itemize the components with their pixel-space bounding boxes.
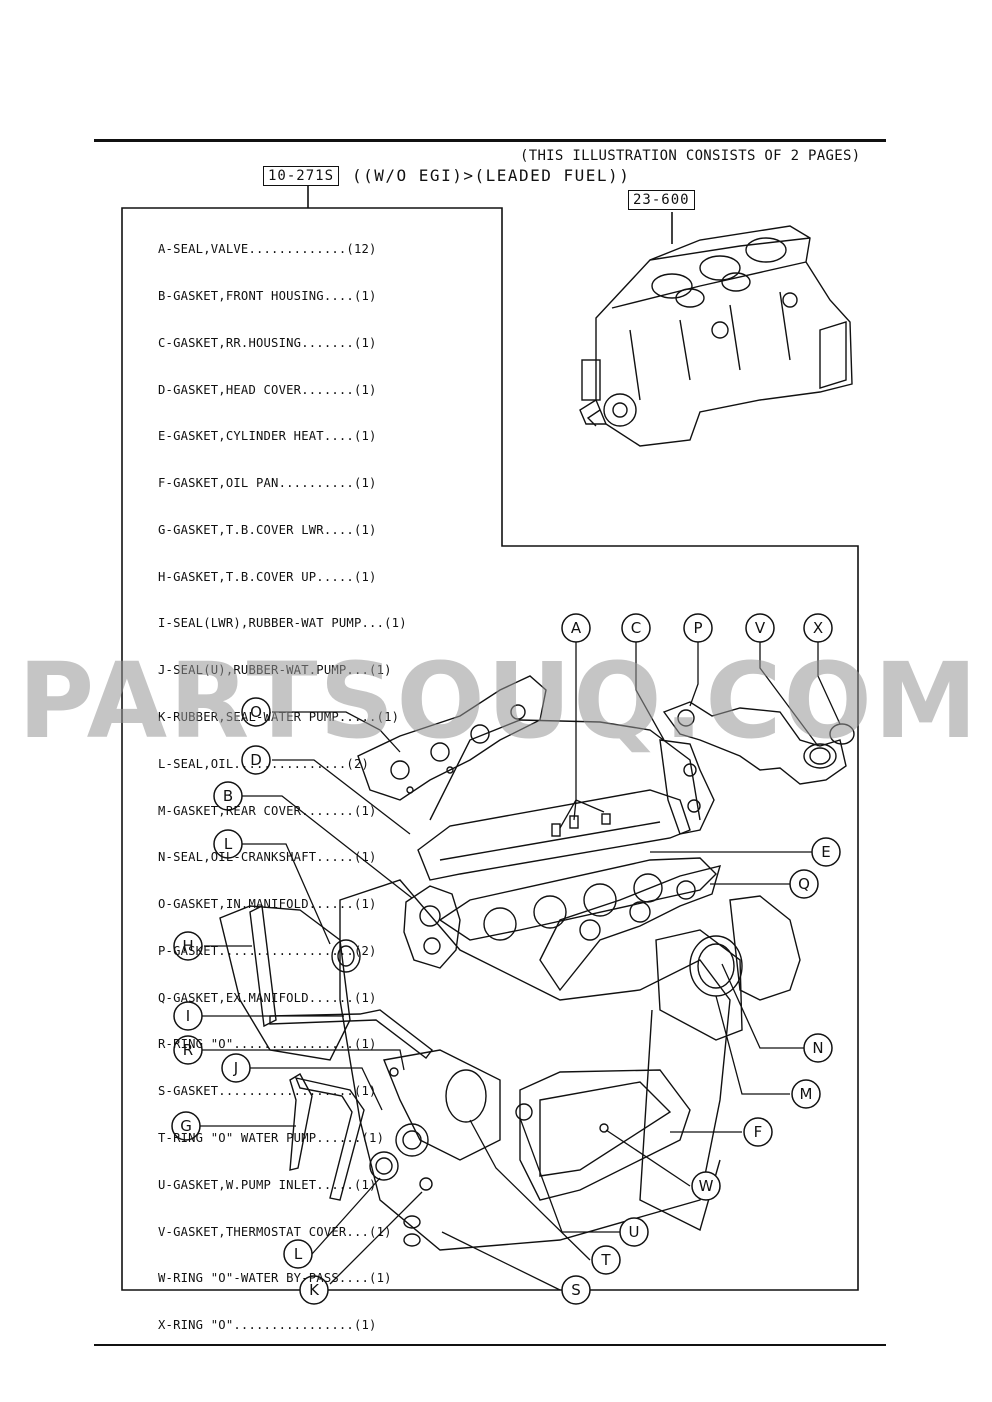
part-row-X[interactable]: X-RING "O"................(1): [158, 1318, 377, 1333]
svg-text:C: C: [631, 619, 641, 637]
svg-text:L: L: [224, 835, 233, 853]
top-rule: [94, 139, 886, 142]
part-row-U[interactable]: U-GASKET,W.PUMP INLET.....(1): [158, 1177, 377, 1192]
svg-text:H: H: [182, 937, 193, 955]
part-row-B[interactable]: B-GASKET,FRONT HOUSING....(1): [158, 288, 377, 303]
svg-text:I: I: [186, 1007, 190, 1025]
svg-text:S: S: [571, 1281, 581, 1299]
callout-K[interactable]: K: [299, 1275, 329, 1305]
svg-text:E: E: [821, 843, 830, 861]
variant-label: ((W/O EGI)>(LEADED FUEL)): [352, 166, 631, 185]
part-row-W[interactable]: W-RING "O"-WATER BY-PASS....(1): [158, 1271, 392, 1286]
svg-text:B: B: [223, 787, 233, 805]
callout-I[interactable]: I: [173, 1001, 203, 1031]
engine-block-illustration: [579, 225, 853, 447]
callout-T[interactable]: T: [591, 1245, 621, 1275]
svg-text:L: L: [294, 1245, 303, 1263]
callout-O[interactable]: O: [241, 697, 271, 727]
svg-text:N: N: [812, 1039, 823, 1057]
svg-text:U: U: [629, 1223, 640, 1241]
callout-W[interactable]: W: [691, 1171, 721, 1201]
callout-D[interactable]: D: [241, 745, 271, 775]
svg-text:D: D: [250, 751, 262, 769]
callout-N[interactable]: N: [803, 1033, 833, 1063]
svg-text:K: K: [309, 1281, 320, 1299]
svg-text:X: X: [813, 619, 823, 637]
part-row-I[interactable]: I-SEAL(LWR),RUBBER-WAT PUMP...(1): [158, 616, 407, 631]
parts-frame: [121, 186, 859, 1291]
part-row-E[interactable]: E-GASKET,CYLINDER HEAT....(1): [158, 429, 377, 444]
svg-text:Q: Q: [798, 875, 810, 893]
svg-text:A: A: [571, 619, 582, 637]
callout-M[interactable]: M: [791, 1079, 821, 1109]
callout-S[interactable]: S: [561, 1275, 591, 1305]
leader-lines: [200, 642, 841, 1291]
parts-list: A-SEAL,VALVE.............(12) B-GASKET,F…: [158, 211, 407, 1349]
part-row-J[interactable]: J-SEAL(U),RUBBER-WAT.PUMP...(1): [158, 663, 392, 678]
part-row-C[interactable]: C-GASKET,RR.HOUSING.......(1): [158, 335, 377, 350]
svg-text:P: P: [693, 619, 702, 637]
part-row-P[interactable]: P-GASKET..................(2): [158, 943, 377, 958]
svg-text:V: V: [755, 619, 766, 637]
callout-R[interactable]: R: [173, 1035, 203, 1065]
part-row-H[interactable]: H-GASKET,T.B.COVER UP.....(1): [158, 569, 377, 584]
bottom-rule: [94, 1344, 886, 1346]
callout-Q[interactable]: Q: [789, 869, 819, 899]
kit-ref-box[interactable]: 10-271S: [263, 166, 340, 186]
part-row-O[interactable]: O-GASKET,IN.MANIFOLD......(1): [158, 897, 377, 912]
part-row-L[interactable]: L-SEAL,OIL...............(2): [158, 756, 370, 771]
part-row-T[interactable]: T-RING "O" WATER PUMP......(1): [158, 1131, 385, 1146]
callout-L-lower[interactable]: L: [283, 1239, 313, 1269]
callout-U[interactable]: U: [619, 1217, 649, 1247]
svg-text:M: M: [800, 1085, 813, 1103]
part-row-S[interactable]: S-GASKET..................(1): [158, 1084, 377, 1099]
callout-F[interactable]: F: [743, 1117, 773, 1147]
callout-J[interactable]: J: [221, 1053, 251, 1083]
svg-text:R: R: [183, 1041, 193, 1059]
callout-B[interactable]: B: [213, 781, 243, 811]
part-row-N[interactable]: N-SEAL,OIL-CRANKSHAFT.....(1): [158, 850, 377, 865]
part-row-A[interactable]: A-SEAL,VALVE.............(12): [158, 242, 377, 257]
callout-P[interactable]: P: [683, 613, 713, 643]
callout-A[interactable]: A: [561, 613, 591, 643]
part-row-V[interactable]: V-GASKET,THERMOSTAT COVER...(1): [158, 1224, 392, 1239]
engine-ref-box[interactable]: 23-600: [628, 190, 695, 210]
callout-X[interactable]: X: [803, 613, 833, 643]
callout-G[interactable]: G: [171, 1111, 201, 1141]
part-row-M[interactable]: M-GASKET,REAR COVER.......(1): [158, 803, 377, 818]
svg-text:O: O: [250, 703, 262, 721]
callout-E[interactable]: E: [811, 837, 841, 867]
part-row-R[interactable]: R-RING "O"................(1): [158, 1037, 377, 1052]
part-row-F[interactable]: F-GASKET,OIL PAN..........(1): [158, 476, 377, 491]
svg-text:G: G: [180, 1117, 192, 1135]
svg-text:J: J: [233, 1059, 238, 1077]
callout-L-upper[interactable]: L: [213, 829, 243, 859]
illustration-note: (THIS ILLUSTRATION CONSISTS OF 2 PAGES): [520, 148, 861, 164]
svg-text:F: F: [754, 1123, 763, 1141]
part-row-D[interactable]: D-GASKET,HEAD COVER.......(1): [158, 382, 377, 397]
svg-text:W: W: [699, 1177, 714, 1195]
callout-C[interactable]: C: [621, 613, 651, 643]
callout-V[interactable]: V: [745, 613, 775, 643]
part-row-G[interactable]: G-GASKET,T.B.COVER LWR....(1): [158, 522, 377, 537]
part-row-K[interactable]: K-RUBBER,SEAL-WATER PUMP.....(1): [158, 710, 400, 724]
callout-H[interactable]: H: [173, 931, 203, 961]
svg-text:T: T: [600, 1251, 611, 1269]
part-row-Q[interactable]: Q-GASKET,EX.MANIFOLD......(1): [158, 990, 377, 1005]
